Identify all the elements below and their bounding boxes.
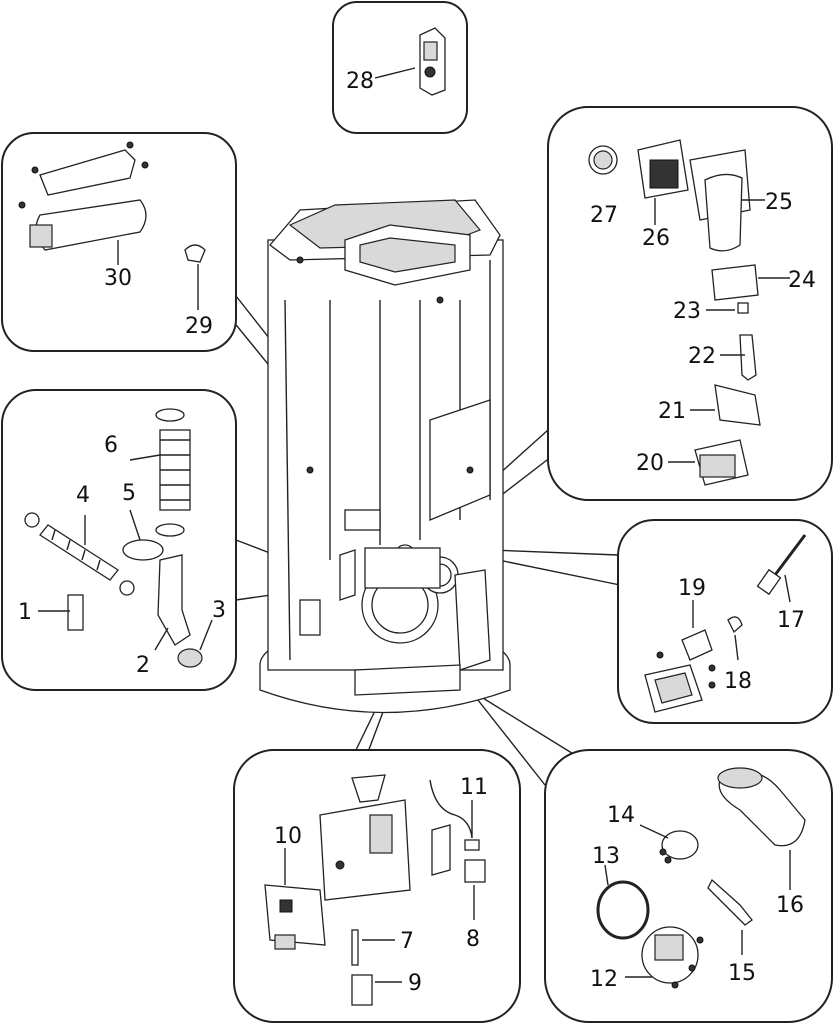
callout-26: 26 [642, 226, 670, 251]
callout-28: 28 [346, 69, 374, 94]
callout-11: 11 [460, 775, 488, 800]
detail-box-12-16 [544, 749, 833, 1023]
detail-box-29-30 [1, 132, 237, 352]
callout-24: 24 [788, 268, 816, 293]
detail-box-17-19 [617, 519, 833, 724]
callout-2: 2 [136, 653, 150, 678]
callout-30: 30 [104, 266, 132, 291]
callout-15: 15 [728, 961, 756, 986]
callout-4: 4 [76, 483, 90, 508]
detail-box-7-11 [233, 749, 521, 1023]
callout-20: 20 [636, 451, 664, 476]
detail-box-28 [332, 1, 468, 134]
callout-9: 9 [408, 971, 422, 996]
callout-23: 23 [673, 299, 701, 324]
callout-3: 3 [212, 598, 226, 623]
callout-labels: 28 30 29 6 5 4 1 3 2 27 26 25 24 23 22 2… [18, 69, 816, 996]
callout-8: 8 [466, 927, 480, 952]
callout-12: 12 [590, 967, 618, 992]
callout-19: 19 [678, 576, 706, 601]
callout-7: 7 [400, 929, 414, 954]
callout-17: 17 [777, 608, 805, 633]
callout-29: 29 [185, 314, 213, 339]
callout-27: 27 [590, 203, 618, 228]
callout-13: 13 [592, 844, 620, 869]
detail-box-1-6 [1, 389, 237, 691]
detail-box-20-27 [547, 106, 833, 501]
callout-21: 21 [658, 399, 686, 424]
callout-1: 1 [18, 600, 32, 625]
callout-16: 16 [776, 893, 804, 918]
callout-5: 5 [122, 481, 136, 506]
stove-body [259, 199, 511, 714]
callout-6: 6 [104, 433, 118, 458]
callout-22: 22 [688, 344, 716, 369]
callout-10: 10 [274, 824, 302, 849]
callout-18: 18 [724, 669, 752, 694]
callout-14: 14 [607, 803, 635, 828]
callout-25: 25 [765, 190, 793, 215]
